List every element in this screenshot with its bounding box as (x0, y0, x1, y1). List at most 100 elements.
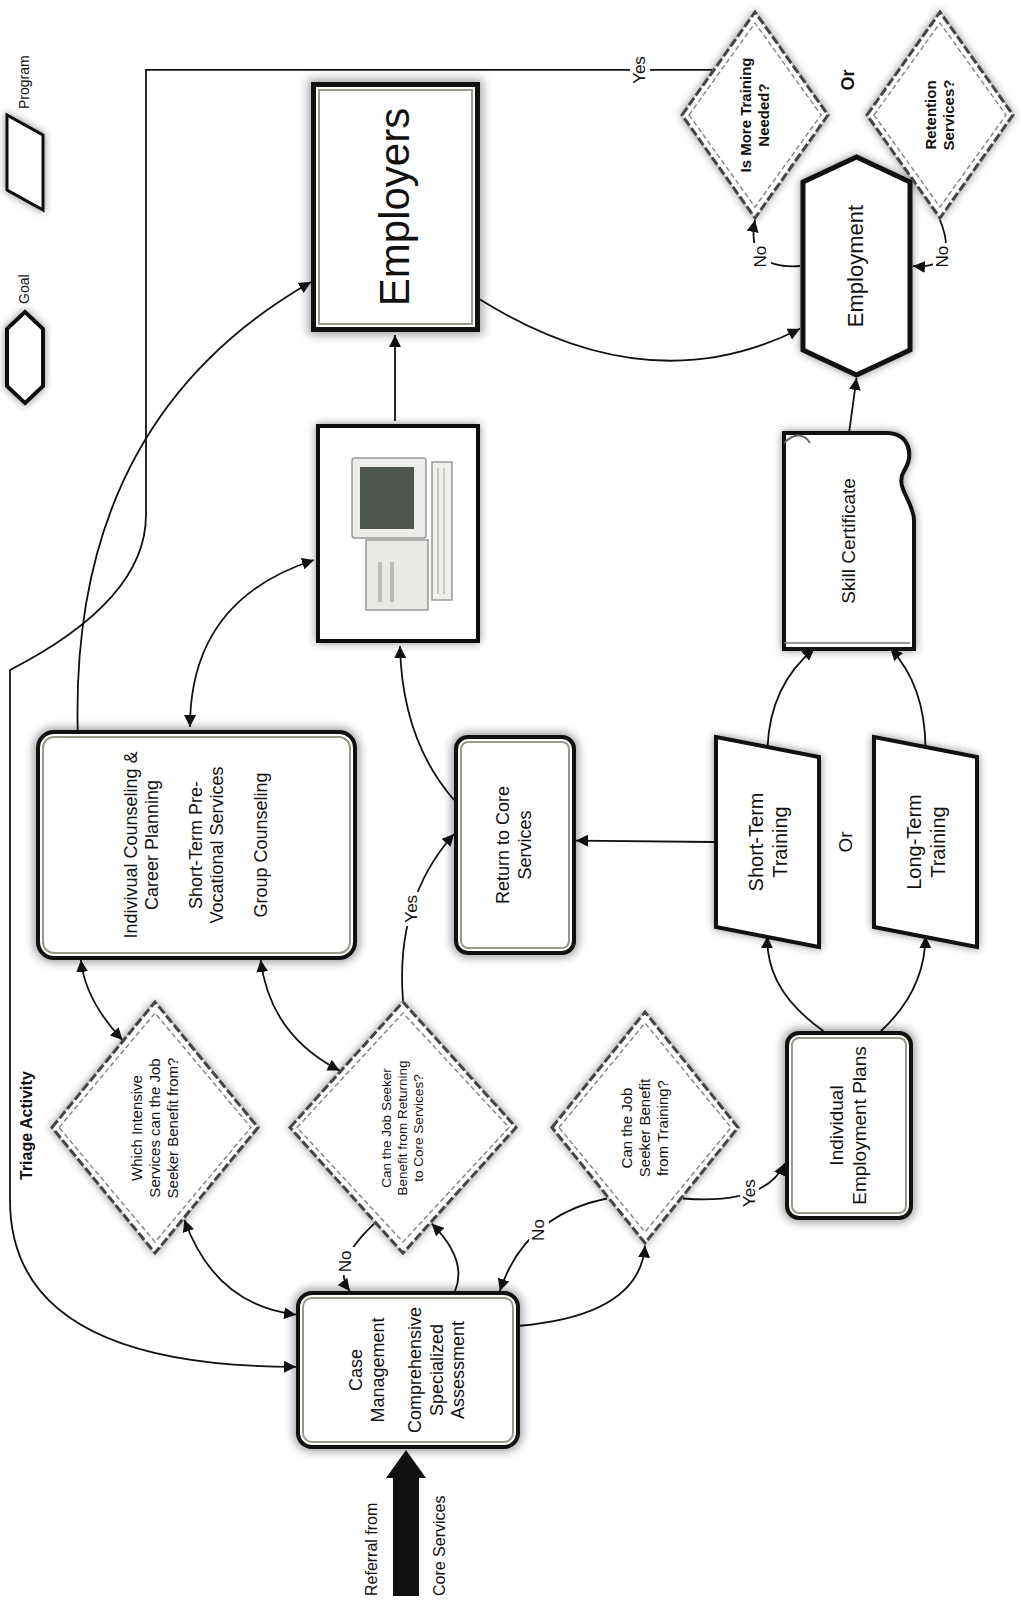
node-text: Individual Employment Plans (826, 1045, 872, 1206)
diamond-outline (552, 1013, 738, 1244)
computer-illustration (352, 458, 452, 610)
program-shape: Short-Term Training (714, 735, 821, 949)
or-label: Or (838, 69, 859, 90)
node-text-group: Long-Term Training (902, 765, 950, 919)
connector (881, 936, 926, 1031)
node-text: Case Management (346, 1305, 389, 1435)
node-text-group: Short-Term Training (744, 765, 792, 919)
node-text: Retention Services? (922, 56, 958, 174)
node-text: Long-Term Training (902, 765, 950, 919)
node-text: Employers (370, 108, 420, 306)
diamond-inner-outline (559, 1024, 731, 1233)
node-text: Employment (843, 205, 869, 327)
connector (849, 378, 857, 433)
process-box: Individual Employment Plans (785, 1031, 913, 1220)
node-outline (872, 735, 979, 949)
drive-slot (378, 562, 382, 602)
node-text-group: Employment (843, 205, 869, 327)
employers-box: Employers (311, 82, 480, 332)
diamond-outline (867, 12, 1013, 218)
legend-swatch (7, 115, 43, 210)
monitor-screen (360, 467, 414, 529)
scroll-curl (784, 436, 810, 444)
edge-label: No (751, 243, 771, 271)
node-text: Skill Certificate (838, 478, 861, 604)
legend-text: Program (16, 55, 32, 109)
decision-diamond: Can the Job Seeker Benefit from Returnin… (288, 1001, 518, 1256)
edge-label: No (933, 243, 953, 271)
hexagon-outline (803, 157, 910, 375)
node-text: Short-Term Training (744, 765, 792, 919)
node-text: Short-Term Pre-Vocational Services (186, 748, 229, 942)
decision-diamond: Is More Training Needed? (680, 10, 830, 220)
connector-line (394, 335, 396, 421)
connector (768, 649, 815, 748)
diamond-outline (290, 1003, 516, 1254)
node-text-group: Case Management Comprehensive Specialized… (346, 1305, 470, 1435)
node-text-group: Return to Core Services (493, 749, 536, 941)
diamond-outline (682, 12, 828, 218)
legend-swatch (7, 312, 43, 403)
node-text-group: Which Intensive Services can the Job See… (128, 1057, 182, 1200)
monitor (352, 458, 426, 538)
connector (500, 1199, 607, 1292)
connector (432, 1224, 459, 1291)
connector (480, 300, 800, 361)
diamond-inner-outline (59, 1014, 251, 1243)
node-text: Is More Training Needed? (737, 56, 773, 174)
referral-arrow (386, 1450, 426, 1596)
decision-diamond: Retention Services? (865, 10, 1015, 220)
node-text: Indivivual Counseling & Career Planning (121, 748, 164, 942)
node-text-group: Skill Certificate (838, 478, 861, 604)
parallelogram-outline (716, 737, 819, 947)
connector (81, 960, 123, 1040)
process-box: Case Management Comprehensive Specialized… (296, 1291, 520, 1449)
node-text: Comprehensive Specialized Assessment (405, 1305, 470, 1435)
node-text: Can the Job Seeker Benefit from Training… (618, 1062, 672, 1194)
node-text: Group Counseling (251, 748, 273, 942)
node-text-group: Indivivual Counseling & Career Planning S… (121, 748, 273, 942)
connector (77, 282, 311, 730)
edge-label: Yes (402, 892, 422, 926)
edge-label: No (529, 1216, 549, 1244)
diamond-inner-outline (297, 1014, 509, 1243)
edge-label: Yes (630, 53, 650, 87)
process-box: Return to Core Services (454, 735, 576, 955)
node-outline (714, 735, 821, 949)
diamond-inner-outline (689, 23, 821, 207)
node-text-group: Can the Job Seeker Benefit from Training… (618, 1062, 672, 1194)
scroll-edge (784, 642, 910, 644)
node-text-group: Individual Employment Plans (826, 1045, 872, 1206)
parallelogram-outline (874, 737, 977, 947)
computer-box (318, 426, 478, 641)
connector (402, 834, 454, 1001)
connector-line (400, 646, 454, 800)
node-text: Which Intensive Services can the Job See… (128, 1057, 182, 1200)
keyboard (432, 462, 452, 600)
node-text-group: Retention Services? (922, 56, 958, 174)
program-shape: Long-Term Training (872, 735, 979, 949)
computer-case (366, 540, 428, 610)
scroll-outline (784, 433, 914, 649)
referral-label: Referral from Core Services (338, 1484, 474, 1596)
keyboard-keys (438, 468, 444, 594)
drive-slot (390, 562, 394, 602)
edge-label: No (336, 1247, 356, 1275)
node-text-group: Employers (370, 108, 420, 306)
connector (520, 1246, 645, 1326)
goal-hexagon: Employment (800, 154, 913, 378)
service-box: Indivivual Counseling & Career Planning S… (36, 730, 357, 960)
diamond-outline (52, 1003, 258, 1254)
diamond-inner-outline (874, 23, 1006, 207)
connector (767, 936, 823, 1031)
connector (890, 649, 925, 748)
node-text: Can the Job Seeker Benefit from Returnin… (379, 1057, 428, 1200)
node-text-group: Is More Training Needed? (737, 56, 773, 174)
or-label: Or (835, 831, 857, 852)
connector (261, 960, 340, 1071)
connector-line (190, 560, 314, 727)
legend-text: Goal (16, 274, 32, 304)
node-text-group: Can the Job Seeker Benefit from Returnin… (379, 1057, 428, 1200)
certificate-shape: Skill Certificate (780, 429, 918, 653)
